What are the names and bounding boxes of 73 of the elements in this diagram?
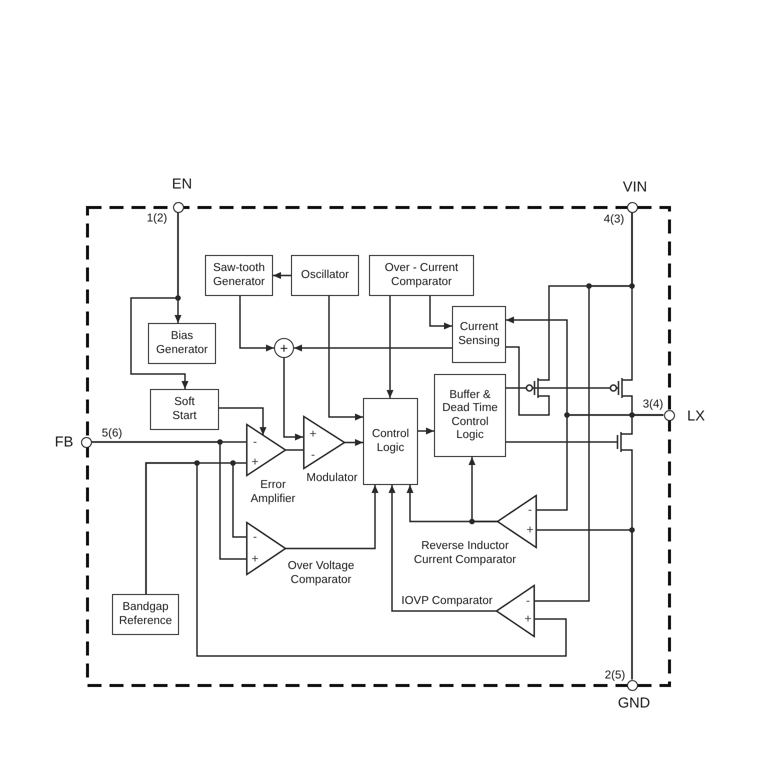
pin-name: FB: [54, 434, 74, 452]
block-text: Bias Generator: [156, 330, 208, 357]
block-caption: IOVP Comparator: [400, 594, 494, 608]
transistor-symbol: [614, 428, 634, 456]
function-block: [434, 374, 506, 457]
pin-name: GND: [618, 696, 650, 712]
pin-number: 3(4): [642, 398, 664, 412]
function-block: [150, 389, 219, 430]
arrow: [239, 296, 274, 352]
wire: [145, 462, 567, 657]
pin-number: 4(3): [604, 214, 624, 226]
arrow: [273, 272, 291, 279]
polarity-sign: +: [310, 428, 316, 440]
block-text: Soft Start: [172, 396, 198, 423]
polarity-sign: -: [253, 436, 257, 448]
arrow: [388, 485, 496, 612]
wire: [506, 441, 614, 443]
function-block: [363, 398, 418, 485]
arrow: [429, 296, 452, 330]
arrow: [130, 212, 188, 389]
summing-junction: [274, 338, 294, 358]
pin-number: 5(6): [102, 428, 122, 440]
arrow: [386, 296, 394, 398]
operator-sign: +: [280, 341, 288, 355]
polarity-sign: +: [524, 612, 532, 626]
arrow: [344, 439, 363, 446]
block-caption: Reverse Inductor Current Comparator: [413, 539, 517, 567]
wire: [506, 387, 525, 389]
arrow: [283, 358, 303, 440]
arrow: [418, 428, 434, 434]
polarity-sign: +: [252, 456, 258, 468]
polarity-sign: -: [253, 530, 257, 544]
wire: [506, 346, 550, 416]
wire: [537, 414, 664, 511]
polarity-sign: -: [528, 504, 532, 516]
block-text: Bandgap Reference: [118, 601, 173, 628]
block-caption: Over Voltage Comparator: [287, 559, 355, 587]
chip-boundary: [86, 206, 670, 686]
block-text: Current Sensing: [458, 321, 500, 348]
wire: [535, 212, 633, 602]
block-text: Saw-tooth Generator: [212, 262, 266, 289]
pin-name: EN: [172, 176, 192, 194]
block-caption: Error Amplifier: [250, 478, 296, 506]
block-text: Over - Current Comparator: [384, 262, 459, 289]
pin-number: 1(2): [146, 212, 168, 226]
pin-name: VIN: [622, 180, 648, 196]
polarity-sign: -: [526, 594, 530, 608]
block-caption: Modulator: [306, 471, 358, 485]
block-text: Oscillator: [300, 268, 350, 282]
transistor-symbol: [525, 373, 550, 403]
arrow: [468, 457, 498, 522]
arrow: [328, 296, 363, 420]
polarity-sign: +: [252, 552, 258, 566]
polarity-sign: -: [311, 448, 315, 462]
wire: [92, 441, 246, 560]
wire: [537, 529, 633, 680]
block-text: Control Logic: [371, 428, 410, 455]
arrow: [219, 407, 266, 436]
arrow: [286, 485, 378, 550]
arrow: [294, 344, 452, 352]
wire: [286, 449, 303, 451]
function-block: [205, 255, 273, 296]
polarity-sign: +: [526, 524, 534, 536]
function-block: [369, 255, 474, 296]
function-block: [112, 594, 179, 635]
wire: [550, 387, 609, 389]
transistor-symbol: [609, 373, 634, 403]
pin-name: LX: [687, 408, 705, 426]
pin-number: 2(5): [604, 670, 626, 682]
function-block: [452, 306, 506, 363]
function-block: [291, 255, 359, 296]
function-block: [148, 323, 216, 364]
block-text: Buffer & Dead Time Control Logic: [442, 388, 498, 442]
